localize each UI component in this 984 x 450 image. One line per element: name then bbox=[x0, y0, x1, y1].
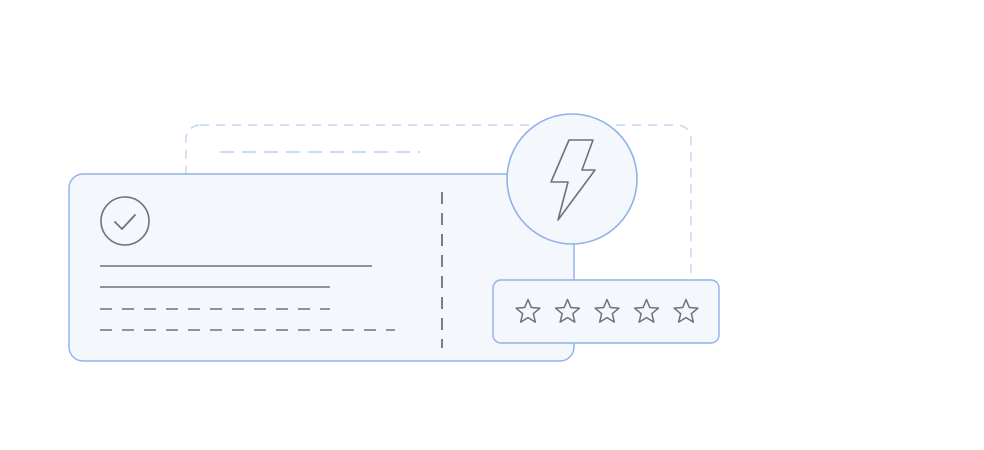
star-outline-icon bbox=[673, 298, 699, 323]
star-outline-icon bbox=[633, 298, 660, 323]
lightning-bolt-icon bbox=[506, 113, 638, 245]
star-outline-icon bbox=[515, 298, 541, 323]
check-circle-icon bbox=[100, 196, 150, 246]
star-outline-icon bbox=[594, 298, 620, 323]
star-outline-icon bbox=[554, 298, 581, 323]
star-rating bbox=[515, 298, 699, 323]
rating-box bbox=[492, 279, 720, 344]
ticket-card bbox=[68, 173, 575, 362]
